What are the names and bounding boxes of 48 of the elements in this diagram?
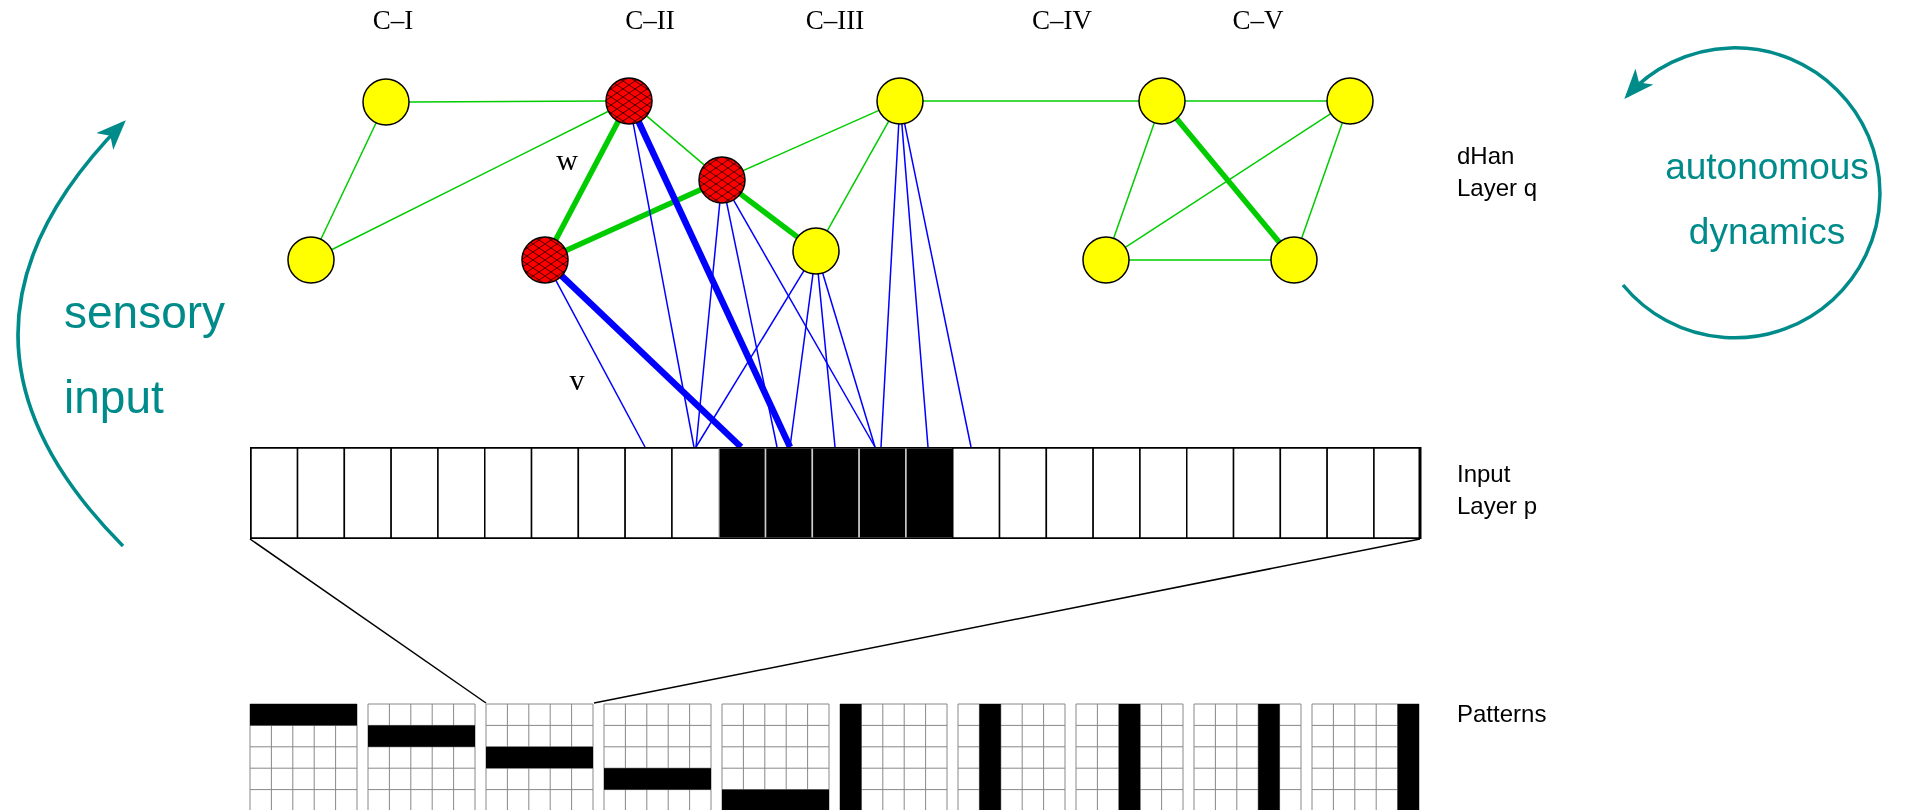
neuron-circle	[1138, 77, 1186, 125]
connection-line	[645, 115, 706, 166]
connection-line	[817, 273, 836, 448]
neuron-circle	[792, 227, 840, 275]
connection-line	[880, 123, 900, 448]
connection-line	[821, 272, 876, 448]
connection-line	[1124, 112, 1332, 249]
connection-line	[695, 269, 805, 448]
column-label: C–II	[624, 4, 676, 37]
connection-line	[553, 120, 621, 241]
column-label: C–I	[371, 4, 415, 37]
connection-line	[725, 201, 778, 448]
connection-line	[738, 191, 800, 240]
connection-line	[330, 110, 610, 251]
connection-line	[1300, 121, 1344, 240]
connection-line	[742, 109, 880, 172]
column-label: C–IV	[1031, 4, 1093, 37]
connection-line	[903, 122, 972, 448]
layer-label: Input Layer p	[1457, 459, 1539, 522]
neuron-circle	[876, 77, 924, 125]
column-label: C–III	[804, 4, 866, 37]
connection-line	[1112, 121, 1156, 240]
connection-line	[564, 186, 703, 254]
connection-line	[1174, 116, 1282, 245]
layer-label: dHan Layer q	[1457, 141, 1539, 204]
neuron-circle	[1326, 77, 1374, 125]
connection-line	[632, 122, 695, 448]
process-label: sensory input	[64, 285, 227, 426]
connection-line	[901, 123, 929, 448]
connection-line	[320, 122, 377, 240]
weight-label: w	[555, 142, 579, 178]
neuron-circle	[362, 78, 410, 126]
layer-label: Patterns	[1457, 700, 1548, 729]
neuron-circle	[698, 156, 746, 204]
connection-line	[695, 202, 721, 448]
process-label: autonomous dynamics	[1664, 145, 1870, 254]
neuron-circle	[521, 236, 569, 284]
neuron-circle	[1270, 236, 1318, 284]
connection-line	[635, 120, 793, 449]
neuron-circle	[1082, 236, 1130, 284]
column-label: C–V	[1231, 4, 1285, 37]
input-layer-bar	[250, 447, 1420, 539]
connection-line	[555, 279, 646, 448]
weight-label: v	[568, 362, 586, 398]
connection-line	[732, 199, 876, 448]
connection-line	[826, 120, 890, 232]
neuron-circle	[605, 77, 653, 125]
neuron-circle	[287, 236, 335, 284]
